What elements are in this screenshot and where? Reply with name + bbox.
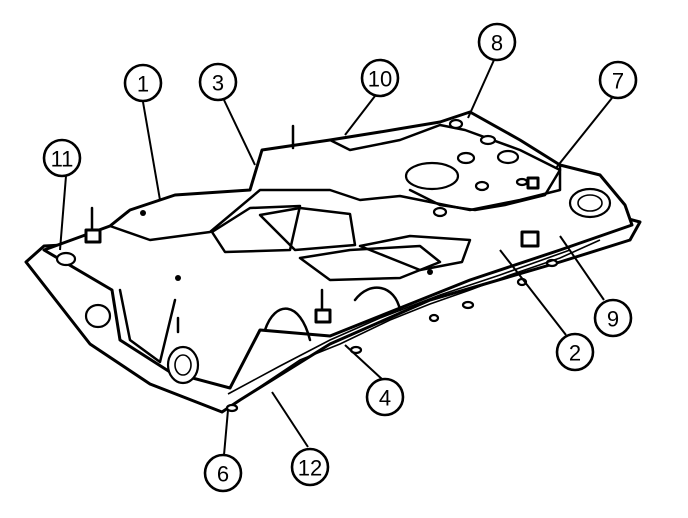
runner-port-right2 bbox=[358, 234, 472, 272]
callout-3-label: 3 bbox=[212, 71, 224, 96]
left-end-hole bbox=[55, 251, 77, 267]
runner-port-center bbox=[258, 206, 357, 252]
callout-7-label: 7 bbox=[612, 69, 624, 94]
front-boss-inner bbox=[174, 354, 192, 376]
callout-8-label: 8 bbox=[491, 31, 503, 56]
runner-port-left bbox=[210, 204, 302, 254]
leader-lines bbox=[59, 59, 613, 456]
callout-9-label: 9 bbox=[607, 307, 619, 332]
rear-plate-outline bbox=[328, 123, 562, 212]
callout-6-label: 6 bbox=[217, 462, 229, 487]
callout-4: 4 bbox=[365, 377, 405, 417]
flange-hole-3 bbox=[461, 300, 475, 310]
gasket-strip bbox=[239, 239, 601, 401]
plate-hole-d bbox=[432, 206, 448, 218]
callout-11-label: 11 bbox=[51, 147, 74, 172]
callout-12-label: 12 bbox=[298, 456, 322, 481]
callout-7: 7 bbox=[598, 60, 638, 100]
runner-tube-1 bbox=[118, 288, 177, 364]
callout-8: 8 bbox=[477, 22, 517, 62]
mark-dot-3 bbox=[427, 269, 433, 275]
studs bbox=[84, 124, 540, 334]
callout-2-label: 2 bbox=[569, 341, 581, 366]
gasket-strip-2 bbox=[227, 249, 571, 395]
callout-1: 1 bbox=[123, 63, 163, 103]
callout-6: 6 bbox=[203, 453, 243, 493]
runner-port-right bbox=[298, 244, 442, 282]
manifold-body bbox=[42, 110, 634, 390]
callout-3: 3 bbox=[198, 62, 238, 102]
flange-hole-1 bbox=[225, 403, 239, 413]
callout-9: 9 bbox=[593, 298, 633, 338]
callout-11: 11 bbox=[42, 138, 82, 178]
plate-hole-c bbox=[479, 134, 497, 146]
callout-10-label: 10 bbox=[368, 67, 392, 92]
runner-tube-3 bbox=[353, 286, 402, 312]
callout-1-label: 1 bbox=[137, 72, 149, 97]
mark-dot-1 bbox=[175, 275, 181, 281]
coolant-outlet bbox=[568, 187, 612, 219]
mark-dot-2 bbox=[140, 210, 146, 216]
callout-4-label: 4 bbox=[379, 386, 391, 411]
front-boss bbox=[166, 345, 200, 385]
plate-hole-f bbox=[515, 177, 529, 187]
flange-hole-6 bbox=[428, 313, 440, 323]
coolant-outlet-inner bbox=[577, 194, 603, 212]
throttle-bore bbox=[404, 161, 460, 191]
plate-hole-g bbox=[448, 118, 464, 130]
left-boss bbox=[84, 303, 112, 329]
plate-hole-e bbox=[474, 180, 490, 192]
callout-12: 12 bbox=[290, 447, 330, 487]
plate-hole-b bbox=[496, 149, 520, 165]
callout-2: 2 bbox=[555, 332, 595, 372]
callout-10: 10 bbox=[360, 58, 400, 98]
plate-hole-a bbox=[456, 151, 476, 165]
runner-tube-2 bbox=[263, 307, 312, 342]
